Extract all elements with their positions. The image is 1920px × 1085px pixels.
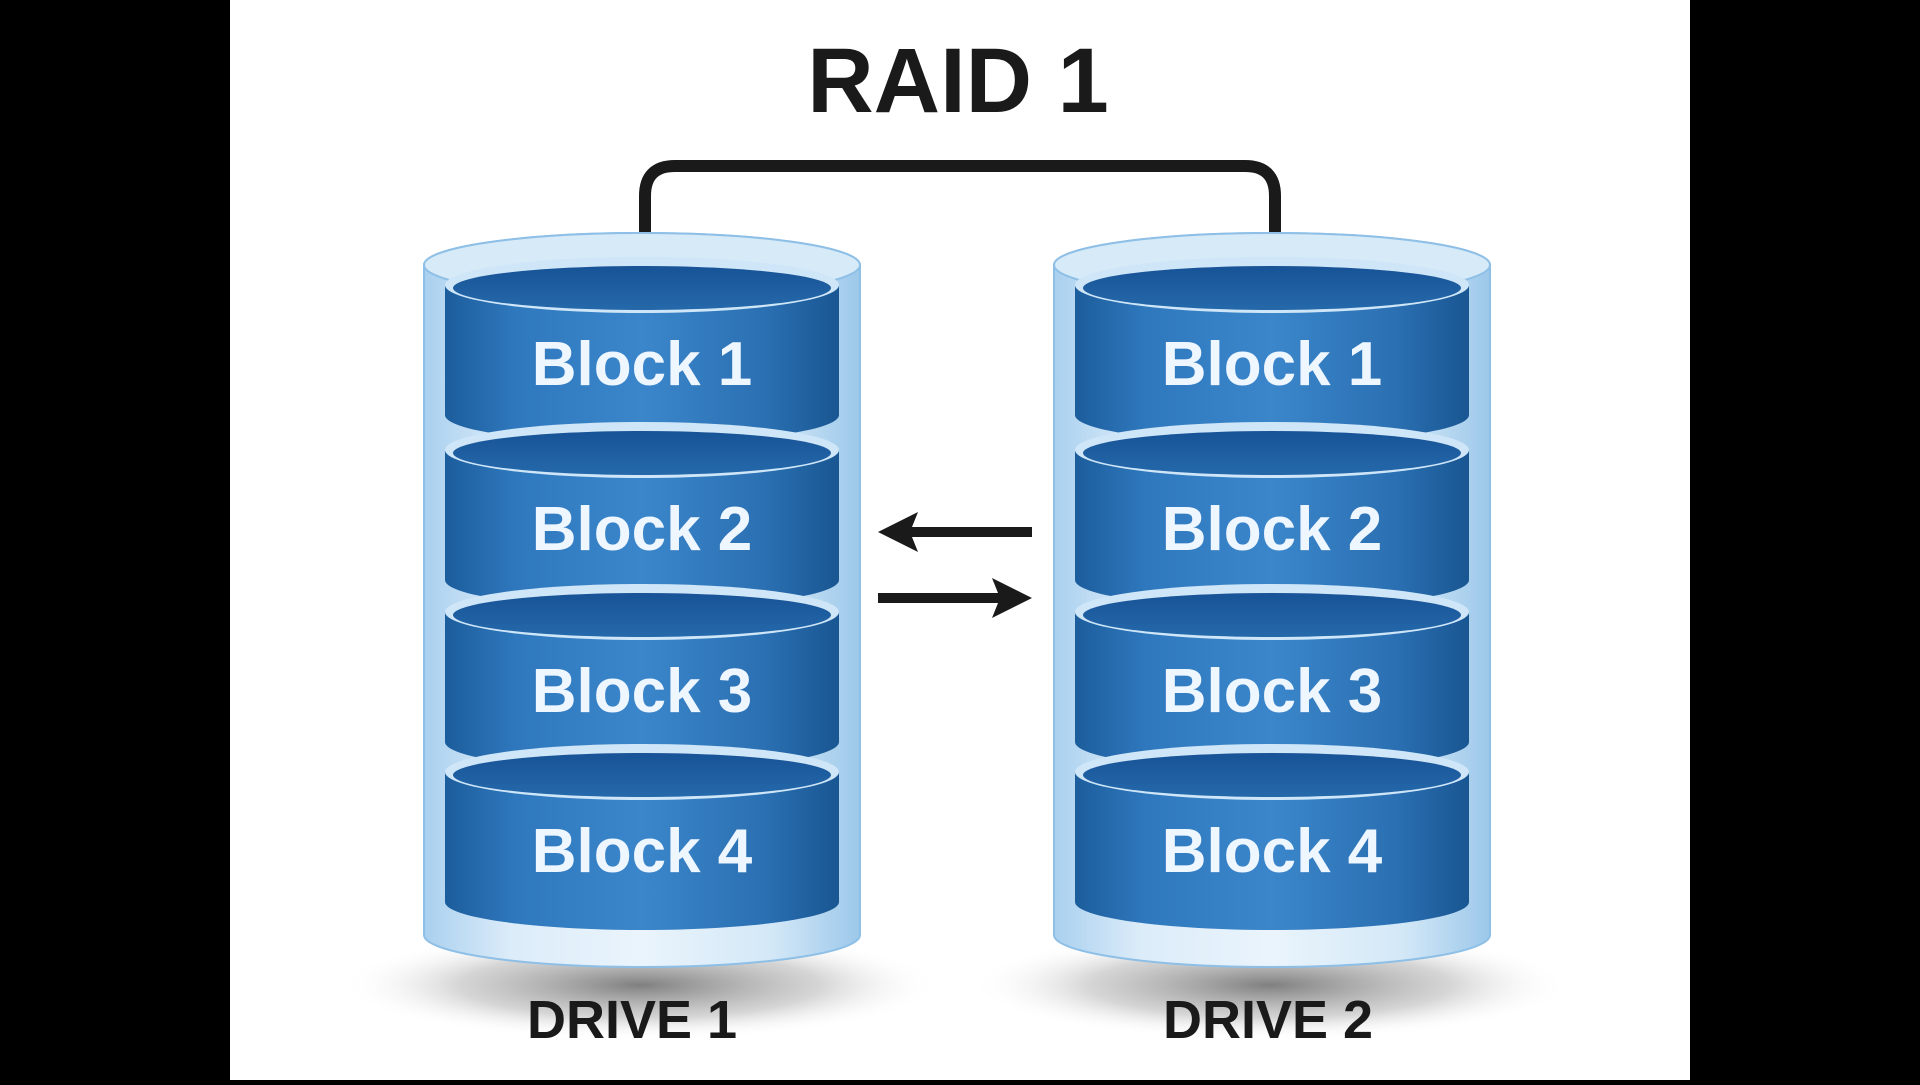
block-cylinder-top bbox=[453, 431, 831, 475]
drive-1: Block 1 Block 2 Block 3 Block 4 bbox=[423, 232, 861, 968]
block-cylinder-top bbox=[453, 593, 831, 637]
block-label: Block 2 bbox=[532, 495, 753, 564]
mirror-connector-line bbox=[639, 160, 1281, 288]
block-cylinder-side bbox=[445, 450, 839, 608]
drive-2-label: DRIVE 2 bbox=[1163, 990, 1373, 1050]
block-cylinder-top bbox=[1083, 431, 1461, 475]
block-cylinder-side bbox=[445, 612, 839, 770]
block-label: Block 2 bbox=[1162, 495, 1383, 564]
drive-2-block-1: Block 1 bbox=[1075, 257, 1469, 443]
block-cylinder-top bbox=[1083, 593, 1461, 637]
block-label: Block 4 bbox=[532, 817, 753, 886]
drive-1-label: DRIVE 1 bbox=[527, 990, 737, 1050]
drive-2: Block 1 Block 2 Block 3 Block 4 bbox=[1053, 232, 1491, 968]
block-cylinder-side bbox=[1075, 772, 1469, 930]
block-cylinder-side bbox=[1075, 612, 1469, 770]
block-cylinder-side bbox=[1075, 285, 1469, 443]
block-cylinder-side bbox=[445, 772, 839, 930]
block-cylinder-top bbox=[453, 266, 831, 310]
block-cylinder-top bbox=[453, 753, 831, 797]
diagram-title: RAID 1 bbox=[807, 30, 1109, 132]
block-label: Block 4 bbox=[1162, 817, 1383, 886]
drive-1-block-3: Block 3 bbox=[445, 584, 839, 770]
block-cylinder-top bbox=[1083, 266, 1461, 310]
mirror-arrow-left bbox=[878, 512, 1032, 552]
drive-2-block-4: Block 4 bbox=[1075, 744, 1469, 930]
block-label: Block 3 bbox=[532, 657, 753, 726]
drive-1-block-1: Block 1 bbox=[445, 257, 839, 443]
block-cylinder-top bbox=[1083, 753, 1461, 797]
drive-1-block-4: Block 4 bbox=[445, 744, 839, 930]
drive-2-block-2: Block 2 bbox=[1075, 422, 1469, 608]
drive-2-block-3: Block 3 bbox=[1075, 584, 1469, 770]
drive-1-block-2: Block 2 bbox=[445, 422, 839, 608]
block-label: Block 1 bbox=[1162, 330, 1383, 399]
block-label: Block 1 bbox=[532, 330, 753, 399]
block-cylinder-side bbox=[1075, 450, 1469, 608]
block-cylinder-side bbox=[445, 285, 839, 443]
block-label: Block 3 bbox=[1162, 657, 1383, 726]
mirror-arrow-right bbox=[878, 578, 1032, 618]
